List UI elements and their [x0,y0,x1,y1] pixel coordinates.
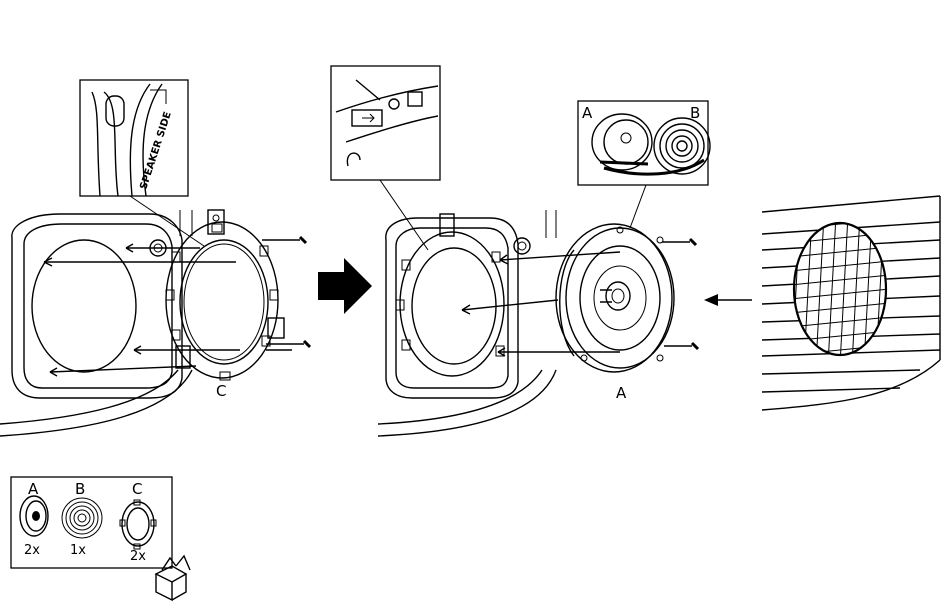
step2-door-panel [378,210,556,436]
step3-mesh-grille [780,215,900,365]
detail-speaker-side: SPEAKER SIDE [80,80,188,196]
parts-box: A 2x B 1x C [11,477,172,568]
part-a-qty: 2x [24,543,40,558]
step1-arrows [44,244,240,376]
part-c-qty: 2x [130,549,146,564]
step-arrow [318,258,372,314]
step2-speaker-a [556,224,698,372]
bracket-label-c: C [216,382,226,400]
part-b-qty: 1x [70,543,86,558]
part-c-letter: C [132,480,142,498]
speaker-label-a: A [616,384,627,402]
part-b-letter: B [75,480,85,498]
step1-door-panel [0,210,192,436]
detail-clip-alignment [331,66,440,180]
step3-arrow [704,294,752,306]
detail-leader-line-2 [380,180,428,250]
part-a-letter: A [28,480,39,498]
detail-leader-line [130,196,204,246]
detail-leader-line-3 [630,185,646,228]
detail-speaker-and-grille: A B [578,101,710,185]
callout-a: A [582,104,593,122]
